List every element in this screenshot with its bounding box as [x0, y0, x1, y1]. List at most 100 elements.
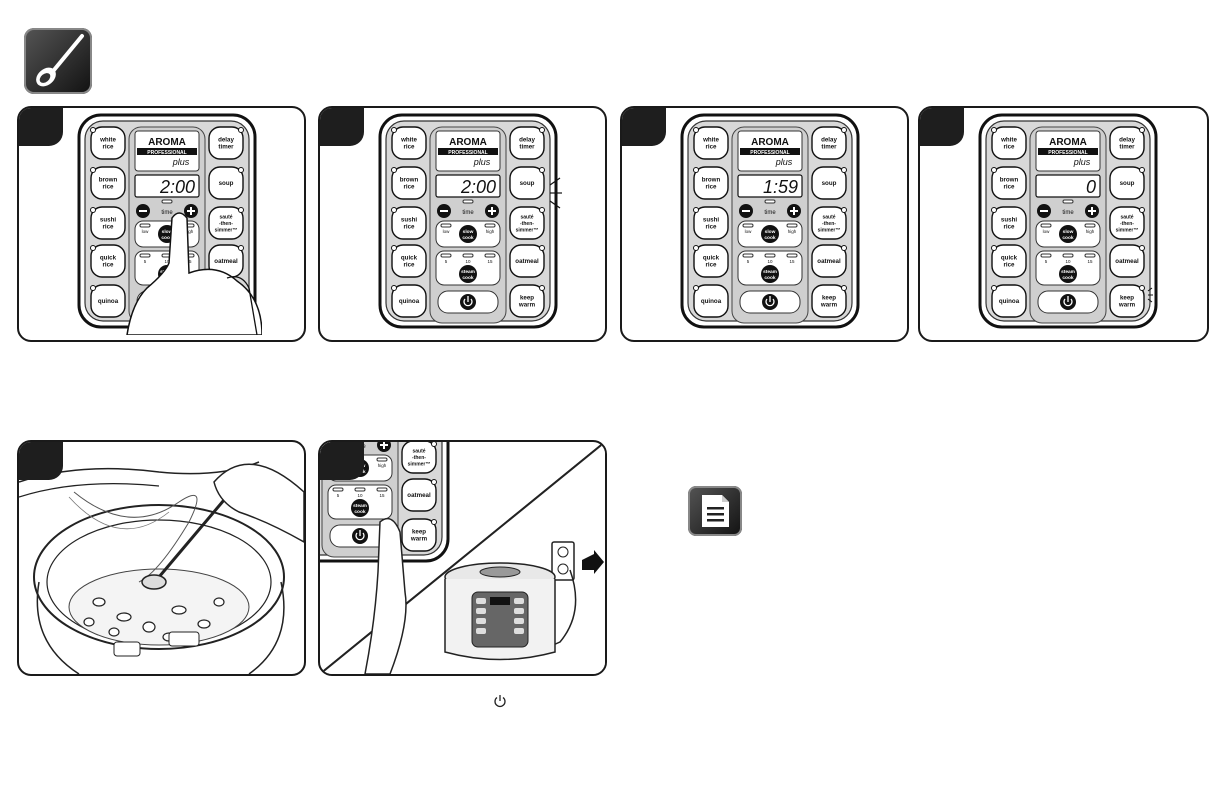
- button-soup[interactable]: soup: [509, 166, 545, 200]
- slow-high-label: high: [378, 463, 387, 468]
- slow-low-label: low: [1043, 229, 1051, 234]
- button-quinoa[interactable]: quinoa: [391, 284, 427, 318]
- time-label: time: [1062, 210, 1074, 216]
- button-soup[interactable]: soup: [1109, 166, 1145, 200]
- button-label: keep: [520, 295, 534, 302]
- button-soup[interactable]: soup: [208, 166, 244, 200]
- minus-button[interactable]: [739, 204, 753, 218]
- button-oatmeal[interactable]: oatmeal: [1109, 244, 1145, 278]
- button-label: quinoa: [701, 298, 722, 305]
- minus-button[interactable]: [1037, 204, 1051, 218]
- steam-minutes-label: 5: [337, 493, 340, 498]
- minus-button[interactable]: [136, 204, 150, 218]
- brand-plus: plus: [172, 157, 190, 167]
- plus-button[interactable]: [485, 204, 499, 218]
- plus-button[interactable]: [377, 440, 391, 452]
- button-quinoa[interactable]: quinoa: [90, 284, 126, 318]
- timer-display: 1:59: [763, 177, 798, 197]
- button-label: quick: [100, 255, 117, 262]
- button-sautthensimmer[interactable]: sauté-then-simmer™: [1109, 206, 1145, 240]
- beep-indicator: [549, 177, 562, 209]
- time-label: time: [161, 210, 173, 216]
- plus-button[interactable]: [1085, 204, 1099, 218]
- plus-button[interactable]: [787, 204, 801, 218]
- button-label: keep: [1120, 295, 1134, 302]
- button-label: simmer™: [1116, 228, 1139, 234]
- button-label: timer: [218, 143, 234, 150]
- plus-button[interactable]: [184, 204, 198, 218]
- steam-minutes-label: 5: [144, 259, 147, 264]
- button-quinoa[interactable]: quinoa: [991, 284, 1027, 318]
- steam-minutes-label: 5: [747, 259, 750, 264]
- button-label: delay: [1119, 137, 1135, 144]
- button-label: cook: [462, 275, 474, 281]
- steam-minutes-label: 15: [487, 259, 493, 264]
- button-label: simmer™: [215, 228, 238, 234]
- slow-low-label: low: [443, 229, 451, 234]
- button-sautthensimmer[interactable]: sauté-then-simmer™: [811, 206, 847, 240]
- button-label: quinoa: [98, 298, 119, 305]
- minus-button[interactable]: [437, 204, 451, 218]
- button-sautthensimmer[interactable]: sauté-then-simmer™: [208, 206, 244, 240]
- button-label: rice: [705, 184, 717, 191]
- button-soup[interactable]: soup: [811, 166, 847, 200]
- button-label: white: [702, 137, 719, 144]
- power-button[interactable]: [352, 528, 368, 544]
- slow-high-label: high: [788, 229, 797, 234]
- power-button[interactable]: [762, 294, 778, 310]
- timer-display: 2:00: [159, 177, 195, 197]
- steam-minutes-label: 15: [789, 259, 795, 264]
- button-label: sauté: [520, 214, 533, 220]
- button-label: simmer™: [408, 462, 431, 468]
- button-label: rice: [403, 144, 415, 151]
- button-label: steam: [1061, 269, 1075, 275]
- button-sautthensimmer[interactable]: sauté-then-simmer™: [509, 206, 545, 240]
- power-button[interactable]: [460, 294, 476, 310]
- button-oatmeal[interactable]: oatmeal: [401, 478, 437, 512]
- note-icon-badge: [688, 486, 742, 536]
- brand-plus: plus: [1073, 157, 1091, 167]
- power-button[interactable]: [1060, 294, 1076, 310]
- button-oatmeal[interactable]: oatmeal: [509, 244, 545, 278]
- button-oatmeal[interactable]: oatmeal: [811, 244, 847, 278]
- button-quinoa[interactable]: quinoa: [693, 284, 729, 318]
- button-sautthensimmer[interactable]: sauté-then-simmer™: [401, 441, 437, 474]
- power-icon: [494, 695, 506, 708]
- brand-plus: plus: [473, 157, 491, 167]
- button-label: sauté: [822, 214, 835, 220]
